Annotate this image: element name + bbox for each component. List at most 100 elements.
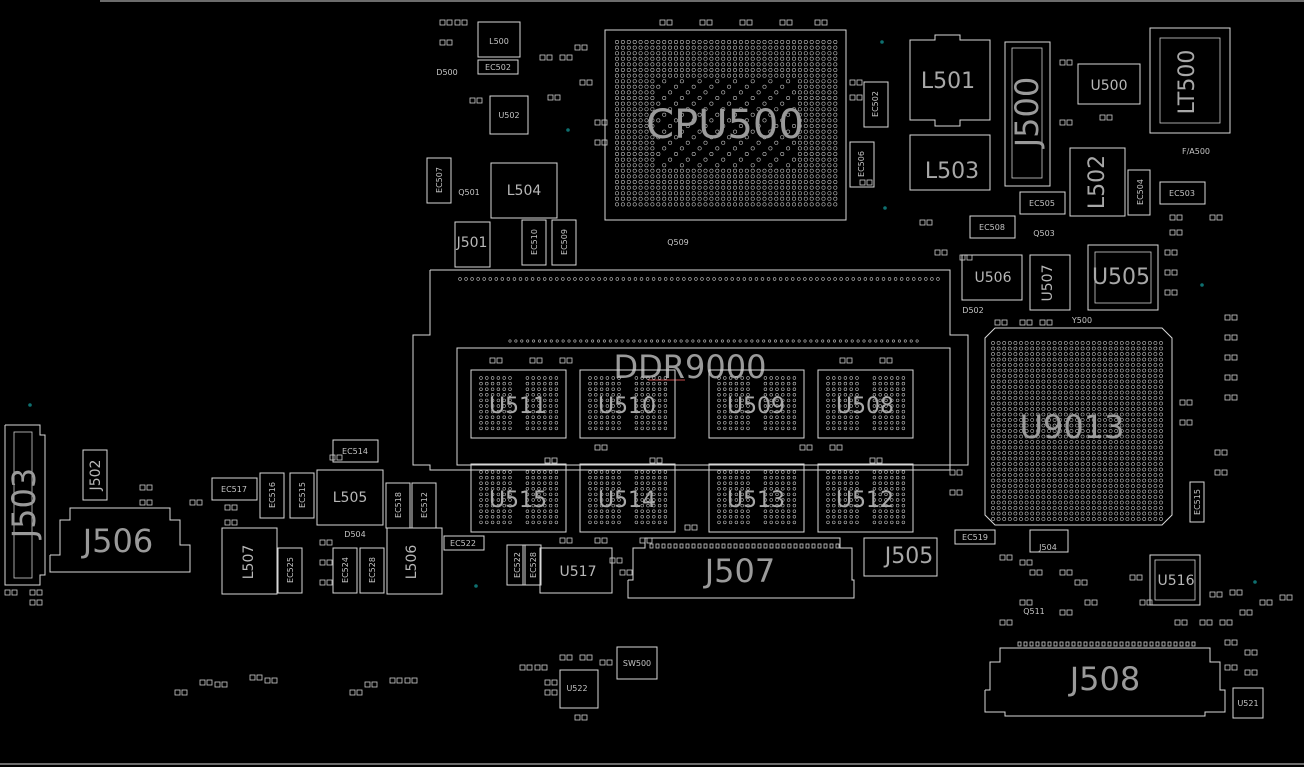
memory-chip-u512[interactable]: U512: [817, 463, 914, 533]
memory-chip-u509[interactable]: U509: [708, 369, 805, 439]
capacitor-ec502-b[interactable]: EC502: [477, 59, 519, 75]
ic-u502[interactable]: U502: [489, 95, 529, 135]
cpu-label: CPU500: [646, 102, 804, 148]
capacitor-ec518[interactable]: EC518: [385, 482, 411, 529]
svg-text:U505: U505: [1092, 265, 1150, 290]
svg-text:L500: L500: [489, 37, 509, 46]
svg-text:J507: J507: [703, 552, 776, 590]
svg-text:EC524: EC524: [341, 557, 350, 583]
svg-text:J506: J506: [81, 522, 154, 560]
capacitor-ec509[interactable]: EC509: [551, 219, 577, 266]
soc-label: U9013: [1020, 408, 1125, 446]
svg-text:EC515: EC515: [298, 482, 307, 508]
capacitor-ec505[interactable]: EC505: [1019, 191, 1066, 215]
connector-j508[interactable]: J508: [984, 641, 1226, 717]
inductor-l504[interactable]: L504: [490, 162, 558, 219]
svg-text:EC525: EC525: [286, 557, 295, 583]
soc-u9013[interactable]: U9013: [984, 327, 1173, 526]
capacitor-ec503[interactable]: EC503: [1159, 181, 1206, 205]
ic-u516[interactable]: U516: [1149, 554, 1201, 606]
svg-text:L503: L503: [925, 159, 979, 184]
q503-label: Q503: [1033, 229, 1055, 238]
memory-chip-u514[interactable]: U514: [579, 463, 676, 533]
svg-text:SW500: SW500: [623, 659, 651, 668]
svg-text:EC512: EC512: [420, 492, 429, 518]
svg-text:U506: U506: [975, 270, 1012, 286]
inductor-l505[interactable]: L505: [316, 469, 384, 526]
d500-label: D500: [436, 68, 457, 77]
svg-text:EC508: EC508: [979, 223, 1005, 232]
capacitor-ec517[interactable]: EC517: [211, 477, 258, 501]
ic-u506[interactable]: U506: [961, 254, 1023, 301]
connector-j504[interactable]: J504: [1029, 529, 1069, 553]
svg-text:EC504: EC504: [1136, 179, 1145, 205]
memory-chip-u511[interactable]: U511: [470, 369, 567, 439]
connector-j506[interactable]: J506: [49, 507, 191, 573]
connector-j502[interactable]: J502: [82, 449, 108, 501]
ddr-label: DDR9000: [614, 348, 767, 386]
inductor-l501[interactable]: L501: [909, 34, 991, 127]
capacitor-ec504[interactable]: EC504: [1127, 169, 1151, 216]
soc-ball-grid: [991, 341, 1163, 521]
inductor-l506[interactable]: L506: [386, 527, 443, 595]
inductor-l502[interactable]: L502: [1069, 147, 1126, 217]
ic-u522[interactable]: U522: [559, 669, 599, 709]
capacitor-ec514[interactable]: EC514: [332, 439, 379, 463]
switch-sw500[interactable]: SW500: [616, 646, 658, 680]
capacitor-ec515[interactable]: EC515: [289, 472, 315, 519]
svg-text:L501: L501: [921, 69, 975, 94]
connector-j500[interactable]: J500: [1004, 41, 1051, 187]
capacitor-ec510[interactable]: EC510: [521, 219, 547, 266]
svg-text:EC517: EC517: [221, 485, 247, 494]
capacitor-ec515-r[interactable]: EC515: [1189, 481, 1205, 523]
memory-chip-u510[interactable]: U510: [579, 369, 676, 439]
capacitor-ec522[interactable]: EC522: [443, 535, 485, 551]
connector-j505[interactable]: J505: [863, 537, 938, 577]
fa500-label: F/A500: [1182, 147, 1210, 156]
svg-text:U522: U522: [566, 684, 587, 693]
capacitor-ec508[interactable]: EC508: [969, 215, 1016, 239]
connector-j503[interactable]: J503: [4, 424, 46, 586]
q511-label: Q511: [1023, 607, 1045, 616]
ic-u505[interactable]: U505: [1087, 244, 1159, 311]
inductor-l507[interactable]: L507: [221, 527, 278, 595]
inductor-l500[interactable]: L500: [477, 21, 521, 58]
capacitor-ec528[interactable]: EC528: [359, 547, 385, 594]
q509-label: Q509: [667, 238, 689, 247]
svg-text:U517: U517: [560, 564, 597, 580]
svg-text:L502: L502: [1085, 155, 1110, 209]
cpu-package[interactable]: CPU500: [604, 29, 847, 221]
memory-chip-u513[interactable]: U513: [708, 463, 805, 533]
memory-chip-u515[interactable]: U515: [470, 463, 567, 533]
svg-text:EC505: EC505: [1029, 199, 1055, 208]
transformer-lt500[interactable]: LT500: [1149, 27, 1231, 134]
connector-j501[interactable]: J501: [454, 221, 491, 268]
memory-chip-u508[interactable]: U508: [817, 369, 914, 439]
svg-text:EC515: EC515: [1193, 489, 1202, 515]
svg-text:EC522: EC522: [513, 552, 522, 578]
capacitor-ec522-v[interactable]: EC522: [506, 544, 526, 586]
svg-text:J508: J508: [1068, 660, 1141, 698]
svg-text:EC507: EC507: [435, 167, 444, 193]
connector-j507[interactable]: J507: [627, 537, 855, 599]
ic-u517[interactable]: U517: [539, 547, 613, 594]
capacitor-ec516[interactable]: EC516: [259, 472, 285, 519]
u515-label: U515: [489, 488, 547, 513]
ic-u500[interactable]: U500: [1077, 63, 1141, 105]
capacitor-ec519[interactable]: EC519: [954, 529, 996, 545]
u511-label: U511: [489, 394, 547, 419]
inductor-l503[interactable]: L503: [909, 134, 991, 191]
svg-text:J502: J502: [88, 460, 104, 492]
svg-text:EC518: EC518: [394, 492, 403, 518]
capacitor-ec528-v[interactable]: EC528: [522, 544, 542, 586]
capacitor-ec524[interactable]: EC524: [332, 547, 358, 594]
capacitor-ec512[interactable]: EC512: [411, 482, 437, 529]
ic-u507[interactable]: U507: [1029, 254, 1071, 311]
capacitor-ec507[interactable]: EC507: [426, 157, 452, 204]
svg-text:EC510: EC510: [530, 229, 539, 255]
ic-u521[interactable]: U521: [1232, 687, 1264, 719]
capacitor-ec525[interactable]: EC525: [277, 547, 303, 594]
capacitor-ec502[interactable]: EC502: [863, 81, 889, 128]
capacitor-ec506[interactable]: EC506: [849, 141, 875, 188]
